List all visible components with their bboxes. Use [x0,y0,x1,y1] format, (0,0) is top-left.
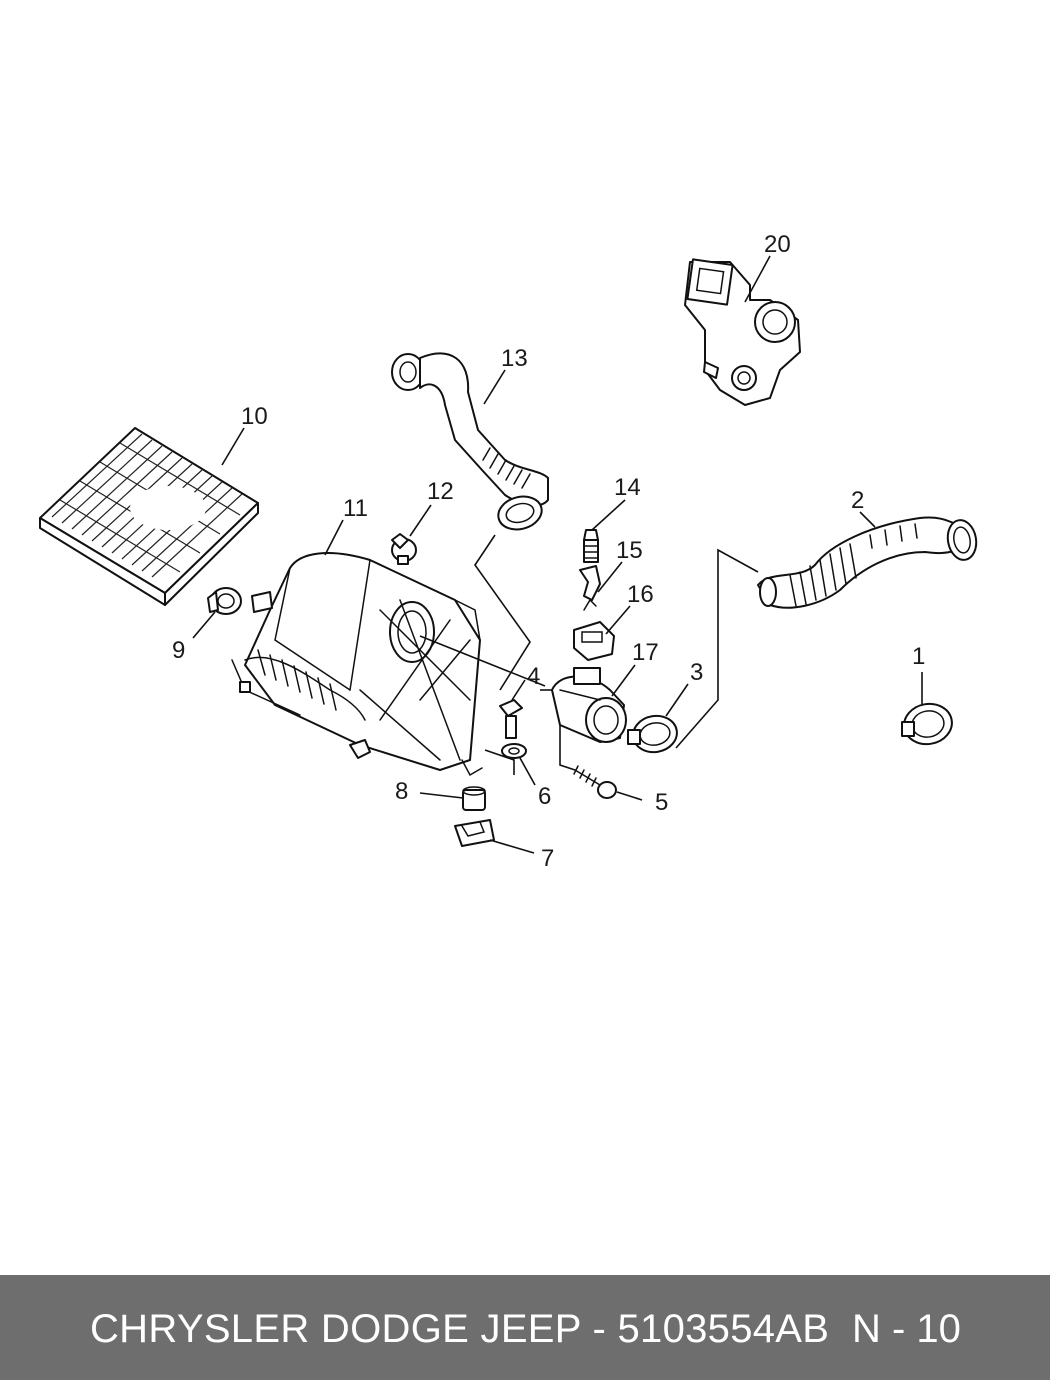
electrical-connector [573,621,615,661]
grommet [207,587,242,615]
map-sensor [684,258,801,406]
rubber-mount [462,786,486,811]
leader-lines [192,255,923,854]
air-filter-element [39,427,259,606]
breather-hose [391,352,549,531]
air-intake-hose [757,516,978,609]
callout-20: 20 [764,231,791,258]
callout-6: 6 [538,783,551,810]
callout-3: 3 [690,659,703,686]
small-clamp [391,533,417,565]
callout-12: 12 [427,478,454,505]
mounting-bracket [454,819,495,847]
callout-16: 16 [627,581,654,608]
washer [501,743,527,759]
hose-clamp-3 [627,714,678,754]
callout-10: 10 [241,403,268,430]
callout-14: 14 [614,474,641,501]
parts-diagram: 1 2 3 4 5 6 7 8 9 10 11 12 13 14 15 16 1… [39,231,978,872]
mass-airflow-sensor [551,667,627,743]
callout-15: 15 [616,537,643,564]
callout-2: 2 [851,487,864,514]
retaining-clip [579,565,601,611]
assembly-lines [419,534,759,775]
hose-clamp-1 [901,702,953,746]
bolt [499,699,523,739]
screw [573,765,617,799]
callout-8: 8 [395,778,408,805]
callout-5: 5 [655,789,668,816]
callout-17: 17 [632,639,659,666]
callout-labels: 1 2 3 4 5 6 7 8 9 10 11 12 13 14 15 16 1… [172,231,925,872]
vacuum-nipple [583,529,599,563]
callout-9: 9 [172,637,185,664]
callout-4: 4 [527,663,540,690]
footer-page-number: N - 10 [852,1307,961,1351]
callout-11: 11 [343,495,368,522]
air-cleaner-housing [231,552,483,777]
footer-title: CHRYSLER DODGE JEEP - 5103554AB [90,1307,830,1351]
callout-1: 1 [912,643,925,670]
callout-13: 13 [501,345,528,372]
footer-bar [0,1275,1050,1380]
callout-7: 7 [541,845,554,872]
